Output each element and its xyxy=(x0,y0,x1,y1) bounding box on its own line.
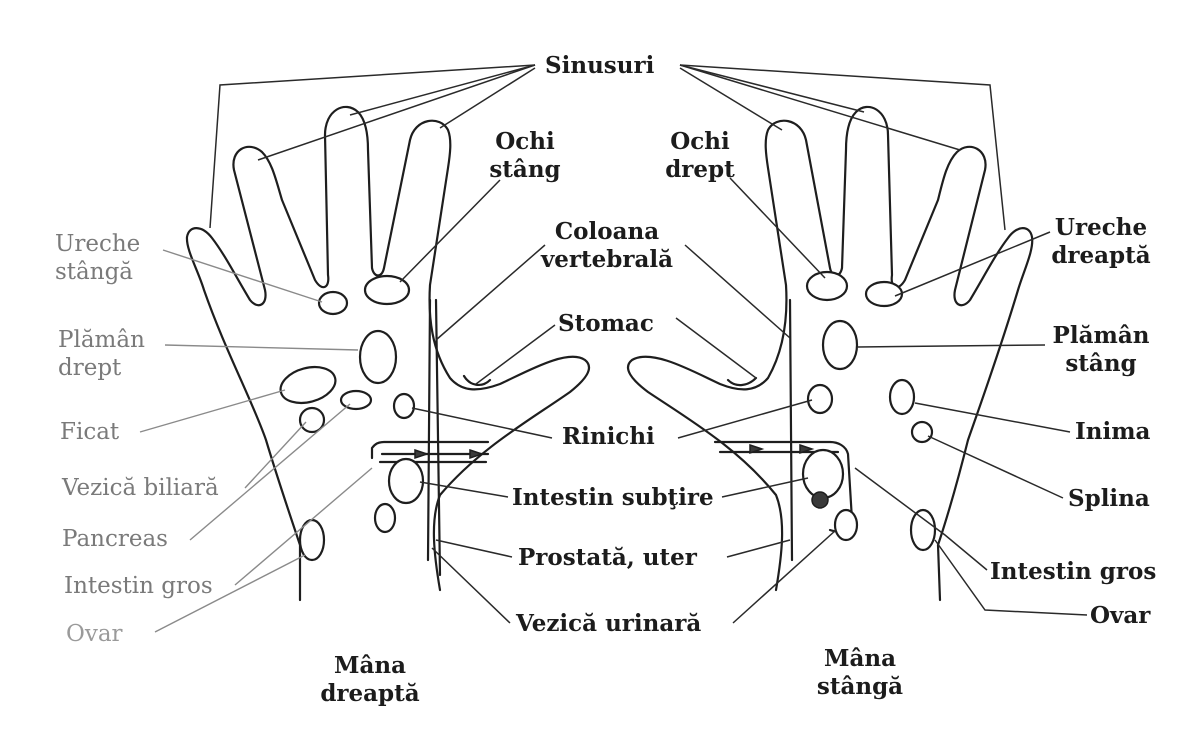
label-prostata-uter: Prostată, uter xyxy=(518,544,697,571)
caption-mana-dreapta: Mâna dreaptă xyxy=(300,652,440,708)
label-coloana-line1: Coloana xyxy=(554,218,660,245)
label-ochi-stang-line2: stâng xyxy=(489,156,561,183)
label-ureche-dreapta: Ureche dreaptă xyxy=(1045,214,1157,270)
label-ochi-drept-line1: Ochi xyxy=(670,128,730,155)
caption-mana-dreapta-line2: dreaptă xyxy=(320,680,420,707)
label-pancreas: Pancreas xyxy=(62,526,168,552)
label-coloana-line2: vertebrală xyxy=(540,246,674,273)
label-vezica-biliara: Vezică biliară xyxy=(62,475,219,501)
label-ochi-drept: Ochi drept xyxy=(655,128,745,184)
label-intestin-gros-left: Intestin gros xyxy=(64,573,213,599)
label-plaman-drept-line1: Plămân xyxy=(58,327,145,353)
caption-mana-stanga-line1: Mâna xyxy=(824,645,896,672)
label-ficat: Ficat xyxy=(60,419,120,445)
label-sinusuri: Sinusuri xyxy=(545,52,655,79)
label-plaman-drept-line2: drept xyxy=(58,355,122,381)
right-hand-organs xyxy=(279,274,492,562)
leader-lines xyxy=(139,64,1088,633)
label-intestin-gros-right: Intestin gros xyxy=(990,558,1157,585)
label-plaman-stang-line1: Plămân xyxy=(1052,322,1150,349)
label-ureche-stanga-line1: Ureche xyxy=(55,231,141,257)
label-splina: Splina xyxy=(1068,485,1150,512)
left-hand-organs xyxy=(726,270,937,552)
label-ureche-dreapta-line2: dreaptă xyxy=(1051,242,1151,269)
label-plaman-drept: Plămân drept xyxy=(58,326,145,382)
label-inima: Inima xyxy=(1075,418,1151,445)
label-vezica-urinara: Vezică urinară xyxy=(516,610,702,637)
label-ureche-stanga-line2: stângă xyxy=(55,259,134,285)
label-plaman-stang-line2: stâng xyxy=(1065,350,1137,377)
label-coloana-vertebrala: Coloana vertebrală xyxy=(532,218,682,274)
label-rinichi: Rinichi xyxy=(562,423,655,450)
label-ureche-stanga: Ureche stângă xyxy=(55,230,140,286)
caption-mana-stanga-line2: stângă xyxy=(816,673,904,700)
label-ochi-stang-line1: Ochi xyxy=(495,128,555,155)
label-ovar-left: Ovar xyxy=(66,621,123,647)
label-plaman-stang: Plămân stâng xyxy=(1045,322,1157,378)
caption-mana-dreapta-line1: Mâna xyxy=(334,652,406,679)
label-ureche-dreapta-line1: Ureche xyxy=(1054,214,1148,241)
caption-mana-stanga: Mâna stângă xyxy=(790,645,930,701)
label-stomac: Stomac xyxy=(558,310,654,337)
wrist-arrows xyxy=(414,443,815,460)
label-ovar-right: Ovar xyxy=(1090,602,1151,629)
label-intestin-subtire: Intestin subţire xyxy=(512,484,714,511)
label-ochi-stang: Ochi stâng xyxy=(480,128,570,184)
label-ochi-drept-line2: drept xyxy=(665,156,735,183)
